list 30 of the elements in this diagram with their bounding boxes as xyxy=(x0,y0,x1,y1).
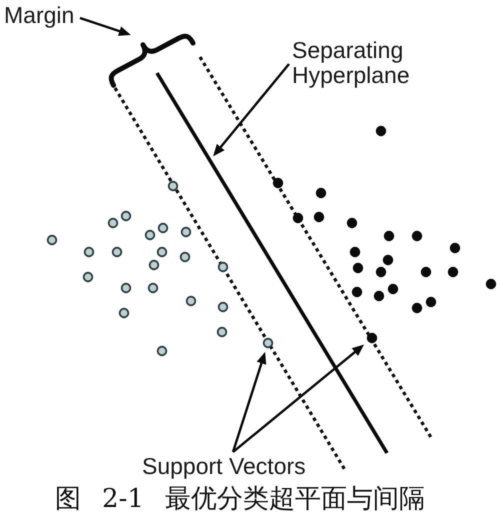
data-point xyxy=(148,282,158,294)
data-point xyxy=(450,242,460,254)
callout-label: Margin xyxy=(4,3,74,28)
callout-label: Support Vectors xyxy=(142,454,306,480)
data-point xyxy=(82,272,94,282)
leader-arrow xyxy=(80,16,131,36)
data-point xyxy=(412,302,422,314)
data-point xyxy=(108,218,118,228)
data-point xyxy=(46,234,58,246)
data-point xyxy=(120,282,132,294)
leader-arrow xyxy=(232,344,364,453)
data-point xyxy=(420,266,432,278)
data-point xyxy=(120,210,132,222)
data-point xyxy=(384,230,394,242)
data-point xyxy=(486,278,496,290)
callout-label: Separating Hyperplane xyxy=(292,38,432,89)
data-point xyxy=(448,266,458,278)
data-point xyxy=(412,230,422,242)
curly-brace xyxy=(108,34,196,88)
leader-arrow xyxy=(232,352,266,452)
data-point xyxy=(388,284,398,294)
data-point xyxy=(84,246,94,258)
caption: 图 2-1 最优分类超平面与间隔 xyxy=(54,485,426,515)
data-point xyxy=(112,246,122,258)
leader-arrow xyxy=(213,63,290,156)
data-point xyxy=(144,230,156,240)
data-point xyxy=(382,254,394,266)
data-point xyxy=(118,308,130,318)
data-point xyxy=(426,296,436,308)
data-point xyxy=(148,260,160,270)
